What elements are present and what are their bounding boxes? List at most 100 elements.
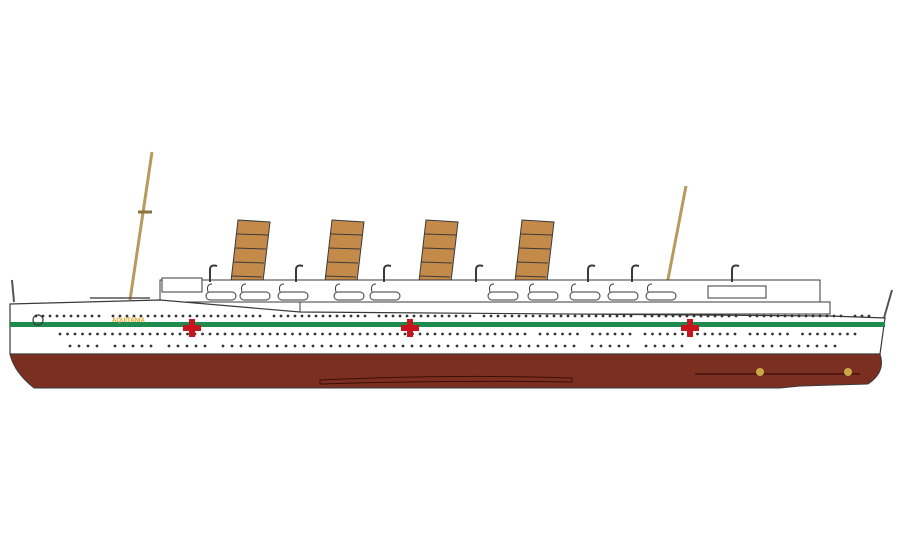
porthole [762, 314, 766, 318]
porthole [681, 332, 684, 336]
porthole [248, 344, 252, 348]
hull-green-stripe [10, 322, 885, 327]
porthole [576, 332, 579, 336]
porthole [727, 314, 731, 318]
porthole [401, 344, 405, 348]
aft-deckhouse [707, 285, 767, 299]
porthole [748, 314, 752, 318]
porthole [491, 344, 495, 348]
bow-staff [11, 279, 15, 303]
porthole [626, 344, 630, 348]
lifeboat [277, 291, 309, 301]
porthole [518, 344, 522, 348]
porthole [328, 314, 332, 318]
funnel-band [424, 233, 457, 236]
porthole [527, 344, 531, 348]
porthole [622, 314, 626, 318]
porthole [833, 344, 837, 348]
porthole [167, 314, 171, 318]
porthole [657, 314, 661, 318]
davit [279, 283, 285, 293]
porthole [524, 314, 528, 318]
lifeboat [205, 291, 237, 301]
porthole [658, 332, 662, 336]
porthole [351, 332, 354, 336]
porthole [629, 314, 633, 318]
porthole [806, 344, 810, 348]
porthole [770, 344, 774, 348]
porthole [531, 314, 535, 318]
red-cross-icon [183, 319, 201, 337]
porthole [55, 314, 59, 318]
porthole [58, 332, 62, 336]
porthole [769, 314, 773, 318]
hull [9, 299, 886, 389]
red-cross-bar [189, 319, 195, 337]
porthole [335, 314, 339, 318]
porthole [831, 332, 834, 336]
porthole [268, 332, 272, 336]
porthole [839, 314, 843, 318]
porthole [671, 344, 675, 348]
porthole [447, 314, 451, 318]
porthole [328, 332, 332, 336]
porthole [653, 344, 657, 348]
porthole [216, 332, 219, 336]
porthole [202, 314, 206, 318]
porthole [83, 314, 87, 318]
porthole [279, 314, 283, 318]
porthole [88, 332, 92, 336]
ventilator [631, 264, 640, 282]
porthole [111, 314, 115, 318]
porthole [743, 344, 747, 348]
porthole [456, 332, 459, 336]
funnel-band [232, 261, 265, 264]
porthole [171, 332, 174, 336]
porthole [426, 332, 429, 336]
porthole [321, 314, 325, 318]
porthole [860, 314, 864, 318]
porthole [510, 314, 514, 318]
davit [647, 283, 653, 293]
propeller-icon [756, 368, 764, 376]
porthole [734, 344, 738, 348]
lifeboat [645, 291, 677, 301]
porthole [338, 344, 342, 348]
porthole [258, 314, 262, 318]
porthole [867, 314, 871, 318]
porthole [486, 332, 489, 336]
porthole [448, 332, 452, 336]
porthole [713, 314, 717, 318]
porthole [685, 314, 689, 318]
porthole [440, 314, 444, 318]
porthole [374, 344, 378, 348]
lifeboat [239, 291, 271, 301]
porthole [398, 314, 402, 318]
propeller-icon [844, 368, 852, 376]
fore-mast [128, 151, 154, 301]
porthole [482, 314, 486, 318]
porthole [388, 332, 392, 336]
porthole [349, 314, 353, 318]
porthole [501, 332, 504, 336]
funnel-band [516, 261, 549, 264]
porthole [608, 314, 612, 318]
porthole [783, 314, 787, 318]
porthole [405, 314, 409, 318]
porthole [615, 314, 619, 318]
porthole [77, 344, 81, 348]
porthole [293, 344, 297, 348]
porthole [797, 344, 801, 348]
davit [489, 283, 495, 293]
porthole [396, 332, 399, 336]
porthole [251, 314, 255, 318]
ventilator [295, 264, 304, 282]
porthole [203, 344, 207, 348]
porthole [718, 332, 722, 336]
porthole [356, 314, 360, 318]
lifeboat [487, 291, 519, 301]
porthole [148, 332, 152, 336]
funnel-band [330, 233, 363, 236]
porthole [761, 344, 765, 348]
